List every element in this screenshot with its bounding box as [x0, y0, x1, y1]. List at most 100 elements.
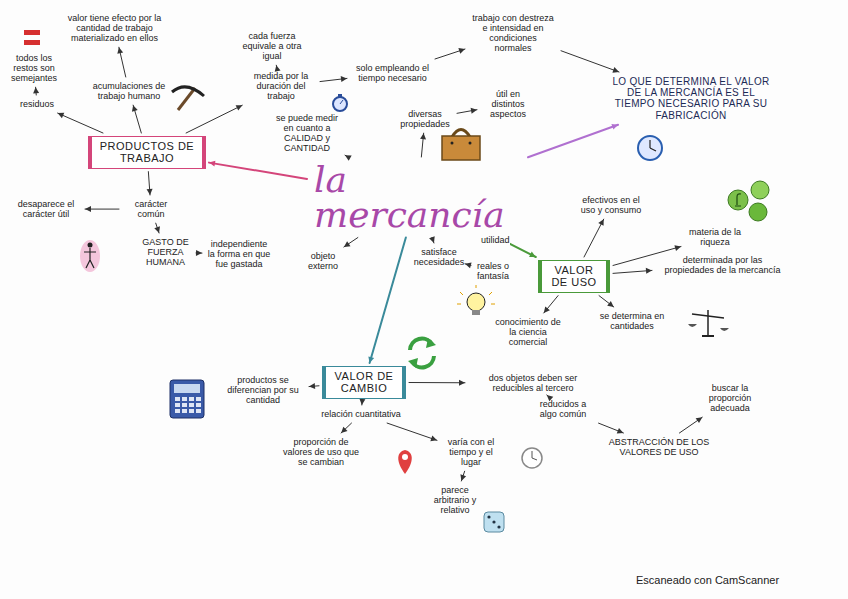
arrow-head: [147, 189, 153, 195]
connector: [132, 105, 141, 133]
concept-note: relación cuantitativa: [316, 408, 406, 420]
arrow-head: [612, 67, 619, 73]
concept-note: proporción de valores de uso que se camb…: [280, 436, 362, 468]
arrow-head: [275, 65, 281, 72]
connector: [58, 113, 103, 133]
concept-note: solo empleando el tiempo necesario: [350, 62, 435, 84]
arrow-head: [430, 436, 437, 442]
arrow-head: [341, 427, 347, 433]
arrow-head: [465, 262, 472, 268]
concept-note: productos se diferencian por su cantidad: [220, 374, 306, 406]
concept-note: ABSTRACCIÓN DE LOS VALORES DE USO: [600, 436, 718, 458]
arrow-head: [696, 417, 703, 423]
concept-note: buscar la proporción adecuada: [690, 382, 770, 414]
connector-line: [344, 238, 358, 247]
concept-note: valor tiene efecto por la cantidad de tr…: [62, 12, 167, 44]
connector: [460, 471, 466, 481]
arrow-head: [459, 380, 465, 386]
concept-note: residuos: [14, 98, 60, 110]
connector: [465, 262, 472, 268]
connector: [275, 65, 281, 72]
concept-box: VALOR DE CAMBIO: [322, 366, 406, 399]
arrow-head: [359, 399, 365, 405]
connector-line: [528, 125, 618, 158]
node-text: VALOR DE USO: [547, 264, 601, 289]
node-text: reales o fantasía: [470, 261, 516, 281]
node-text: varía con el tiempo y el lugar: [442, 437, 500, 467]
concept-note: se puede medir en cuanto a CALIDAD y CAN…: [272, 112, 342, 154]
arrow-head: [458, 48, 465, 54]
concept-note: GASTO DE FUERZA HUMANA: [138, 236, 193, 268]
connector: [154, 223, 160, 233]
pickaxe-icon: [172, 87, 204, 110]
cycle-icon: [408, 338, 436, 368]
connector: [387, 423, 437, 441]
scale-icon: [688, 310, 729, 336]
location-pin-icon: [398, 450, 412, 474]
clock-icon: [638, 136, 662, 160]
concept-note: trabajo con destreza e intensidad en con…: [468, 12, 558, 54]
connector: [345, 155, 352, 161]
connector-line: [409, 382, 465, 383]
connector: [679, 417, 702, 433]
arrow-head: [471, 108, 477, 114]
node-text: LO QUE DETERMINA EL VALOR DE LA MERCANCÍ…: [608, 76, 774, 121]
node-text: buscar la proporción adecuada: [692, 383, 768, 413]
connector: [368, 238, 405, 363]
node-text: dos objetos deben ser reducibles al terc…: [470, 373, 596, 393]
arrow-head: [460, 474, 466, 481]
connector-line: [599, 423, 624, 433]
node-text: cada fuerza equivale a otra igual: [238, 31, 306, 61]
connector: [320, 76, 347, 82]
lightbulb-icon: [457, 285, 495, 315]
concept-note: objeto externo: [298, 250, 348, 272]
arrow-head: [420, 133, 426, 139]
arrow-head: [85, 206, 91, 212]
node-text: todos los restos son semejantes: [8, 53, 60, 83]
central-title: la mercancía: [310, 160, 525, 235]
connector: [209, 161, 307, 179]
node-text: GASTO DE FUERZA HUMANA: [140, 237, 191, 267]
connector: [409, 380, 465, 386]
connector-line: [584, 219, 604, 257]
connector: [359, 399, 365, 405]
node-text: satisface necesidades: [412, 247, 466, 267]
bag-icon: [442, 130, 480, 161]
connector: [613, 245, 681, 265]
node-text: medida por la duración del trabajo: [247, 71, 315, 101]
node-text: independiente la forma en que fue gastad…: [207, 239, 271, 269]
concept-note: diversas propiedades: [396, 108, 454, 130]
node-text: materia de la riqueza: [686, 227, 744, 247]
concept-note: efectivos en el uso y consumo: [578, 194, 644, 216]
arrow-head: [617, 428, 624, 434]
concept-box: VALOR DE USO: [538, 260, 610, 293]
concept-note: cada fuerza equivale a otra igual: [236, 30, 308, 62]
node-text: determinada por las propiedades de la me…: [657, 255, 788, 275]
arrow-head: [117, 47, 123, 54]
node-text: útil en distintos aspectos: [482, 89, 534, 119]
node-text: solo empleando el tiempo necesario: [352, 63, 433, 83]
connector: [341, 423, 351, 433]
connector: [147, 172, 153, 195]
concept-note: carácter común: [122, 198, 180, 220]
arrow-head: [598, 219, 603, 226]
node-text: conocimiento de la ciencia comercial: [494, 317, 562, 347]
concept-note: reales o fantasía: [468, 260, 518, 282]
node-text: diversas propiedades: [398, 109, 452, 129]
concept-note: independiente la forma en que fue gastad…: [205, 238, 273, 270]
arrow-head: [132, 105, 138, 112]
connector: [33, 87, 39, 95]
stopwatch-icon: [333, 94, 347, 111]
connector-line: [544, 296, 558, 313]
connector: [528, 124, 618, 157]
arrow-head: [646, 268, 652, 274]
arrow-head: [309, 383, 315, 389]
connector-line: [341, 423, 351, 433]
connector: [561, 51, 619, 73]
concept-note: materia de la riqueza: [684, 226, 746, 248]
connector: [196, 250, 202, 256]
connector-line: [370, 238, 406, 363]
scanner-watermark: Escaneado con CamScanner: [636, 574, 779, 586]
conclusion-note: LO QUE DETERMINA EL VALOR DE LA MERCANCÍ…: [606, 75, 776, 122]
